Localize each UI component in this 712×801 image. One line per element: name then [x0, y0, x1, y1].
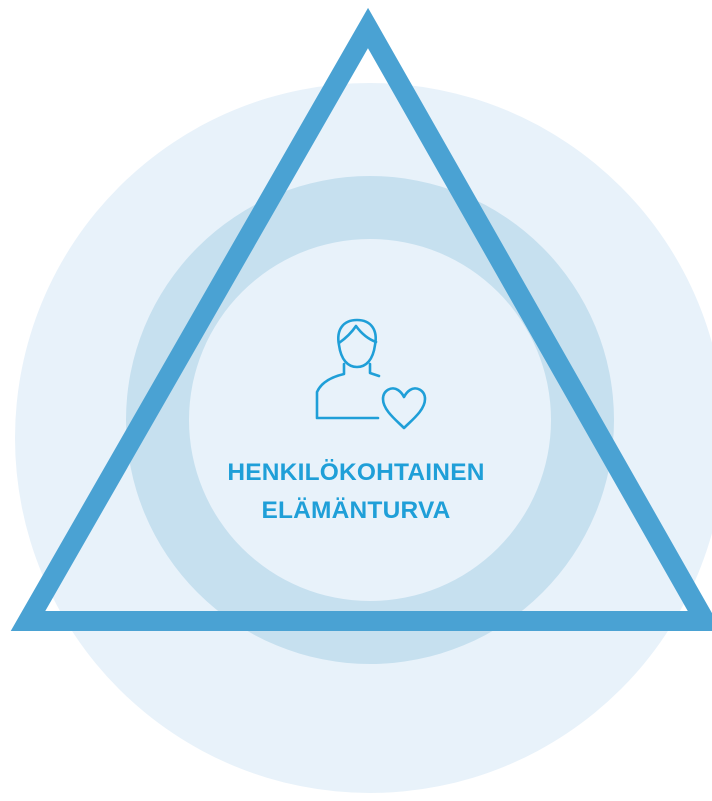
- person-with-heart-icon: [315, 318, 427, 430]
- label-line-2: ELÄMÄNTURVA: [261, 497, 451, 524]
- triangle-outline: [10, 7, 712, 631]
- label-line-1: HENKILÖKOHTAINEN: [227, 459, 485, 486]
- center-label: HENKILÖKOHTAINEN ELÄMÄNTURVA: [206, 454, 506, 530]
- inner-circle: [189, 239, 551, 601]
